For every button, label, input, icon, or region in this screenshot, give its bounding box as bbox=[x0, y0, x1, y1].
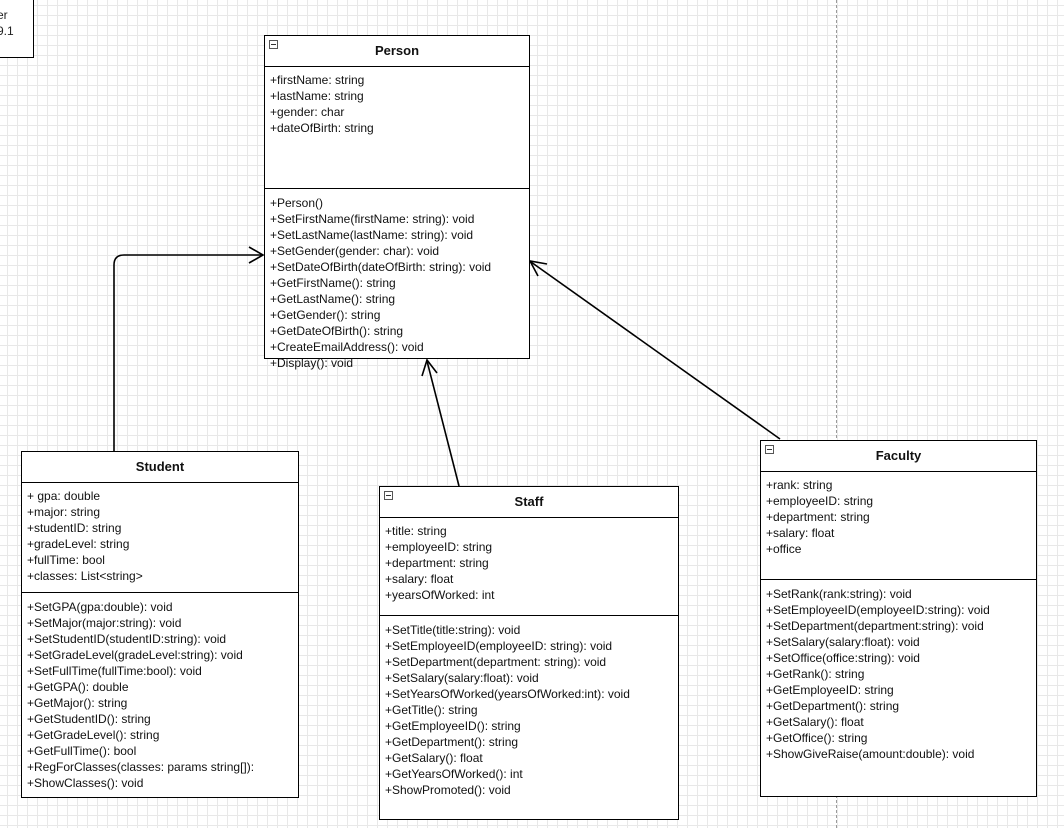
class-title: Person bbox=[374, 43, 420, 58]
methods-section: +Person() +SetFirstName(firstName: string… bbox=[265, 189, 529, 371]
note-box[interactable]: er 9.1 bbox=[0, 0, 34, 58]
method-row: +GetMajor(): string bbox=[27, 696, 128, 710]
method-row: +GetFirstName(): string bbox=[270, 276, 396, 290]
attributes-section: + gpa: double +major: string +studentID: s… bbox=[22, 483, 298, 593]
attribute-row: +classes: List<string> bbox=[27, 569, 143, 583]
faculty-to-person-edge[interactable] bbox=[530, 261, 781, 440]
note-line: 9.1 bbox=[0, 24, 14, 38]
attribute-row: +department: string bbox=[385, 556, 489, 570]
method-row: +GetTitle(): string bbox=[385, 703, 478, 717]
method-row: +GetGradeLevel(): string bbox=[27, 728, 160, 742]
method-row: +GetEmployeeID: string bbox=[766, 683, 894, 697]
collapse-icon[interactable] bbox=[269, 40, 278, 49]
attributes-section: +title: string +employeeID: string +depart… bbox=[380, 518, 678, 616]
method-row: +SetEmployeeID(employeeID:string): void bbox=[766, 603, 990, 617]
class-header: Student bbox=[22, 452, 298, 483]
method-row: +ShowGiveRaise(amount:double): void bbox=[766, 747, 975, 761]
attribute-row: +employeeID: string bbox=[766, 494, 874, 508]
method-row: +CreateEmailAddress(): void bbox=[270, 340, 424, 354]
method-row: +GetGender(): string bbox=[270, 308, 381, 322]
method-row: +SetEmployeeID(employeeID: string): void bbox=[385, 639, 613, 653]
method-row: +GetFullTime(): bool bbox=[27, 744, 137, 758]
attribute-row: +office bbox=[766, 542, 802, 556]
method-row: +SetFullTime(fullTime:bool): void bbox=[27, 664, 202, 678]
student-arrowhead bbox=[248, 246, 265, 264]
method-row: +GetDepartment(): string bbox=[766, 699, 900, 713]
method-row: +SetTitle(title:string): void bbox=[385, 623, 521, 637]
collapse-icon[interactable] bbox=[384, 491, 393, 500]
attribute-row: +dateOfBirth: string bbox=[270, 121, 374, 135]
class-header: Staff bbox=[380, 487, 678, 518]
attribute-row: +department: string bbox=[766, 510, 870, 524]
page-break-line bbox=[836, 0, 837, 828]
method-row: +ShowClasses(): void bbox=[27, 776, 144, 790]
attribute-row: +gradeLevel: string bbox=[27, 537, 130, 551]
method-row: +RegForClasses(classes: params string[])… bbox=[27, 760, 255, 774]
collapse-icon[interactable] bbox=[765, 445, 774, 454]
method-row: +SetGradeLevel(gradeLevel:string): void bbox=[27, 648, 243, 662]
method-row: +SetRank(rank:string): void bbox=[766, 587, 912, 601]
attribute-row: + gpa: double bbox=[27, 489, 101, 503]
methods-section: +SetGPA(gpa:double): void +SetMajor(major… bbox=[22, 593, 298, 791]
class-staff[interactable]: Staff +title: string+employeeID: string+… bbox=[379, 486, 679, 820]
method-row: +SetSalary(salary:float): void bbox=[385, 671, 539, 685]
class-title: Student bbox=[135, 459, 185, 474]
attributes-section: +firstName: string +lastName: string +gend… bbox=[265, 67, 529, 189]
method-row: +ShowPromoted(): void bbox=[385, 783, 511, 797]
method-row: +GetRank(): string bbox=[766, 667, 865, 681]
staff-arrowhead bbox=[421, 358, 438, 377]
method-row: +SetDepartment(department:string): void bbox=[766, 619, 984, 633]
attributes-section: +rank: string +employeeID: string +departm… bbox=[761, 472, 1036, 580]
class-title: Staff bbox=[514, 494, 544, 509]
attribute-row: +employeeID: string bbox=[385, 540, 493, 554]
faculty-arrowhead bbox=[528, 259, 548, 277]
attribute-row: +major: string bbox=[27, 505, 101, 519]
attribute-row: +studentID: string bbox=[27, 521, 122, 535]
method-row: +GetStudentID(): string bbox=[27, 712, 151, 726]
method-row: +GetGPA(): double bbox=[27, 680, 129, 694]
method-row: +GetSalary(): float bbox=[766, 715, 864, 729]
method-row: +SetDepartment(department: string): void bbox=[385, 655, 607, 669]
attribute-row: +firstName: string bbox=[270, 73, 365, 87]
attribute-row: +title: string bbox=[385, 524, 447, 538]
method-row: +Display(): void bbox=[270, 356, 354, 370]
class-header: Person bbox=[265, 36, 529, 67]
attribute-row: +salary: float bbox=[385, 572, 454, 586]
method-row: +GetDateOfBirth(): string bbox=[270, 324, 404, 338]
method-row: +GetSalary(): float bbox=[385, 751, 483, 765]
method-row: +SetDateOfBirth(dateOfBirth: string): vo… bbox=[270, 260, 492, 274]
attribute-row: +salary: float bbox=[766, 526, 835, 540]
method-row: +SetOffice(office:string): void bbox=[766, 651, 920, 665]
attribute-row: +lastName: string bbox=[270, 89, 364, 103]
method-row: +SetGender(gender: char): void bbox=[270, 244, 440, 258]
attribute-row: +rank: string bbox=[766, 478, 833, 492]
attribute-row: +fullTime: bool bbox=[27, 553, 105, 567]
method-row: +GetOffice(): string bbox=[766, 731, 868, 745]
staff-to-person-edge[interactable] bbox=[426, 360, 460, 487]
method-row: +SetMajor(major:string): void bbox=[27, 616, 182, 630]
method-row: +Person() bbox=[270, 196, 324, 210]
class-student[interactable]: Student + gpa: double +major: string +stud… bbox=[21, 451, 299, 798]
attribute-row: +yearsOfWorked: int bbox=[385, 588, 495, 602]
method-row: +GetLastName(): string bbox=[270, 292, 396, 306]
student-to-person-edge[interactable] bbox=[113, 254, 262, 451]
method-row: +SetSalary(salary:float): void bbox=[766, 635, 920, 649]
method-row: +SetStudentID(studentID:string): void bbox=[27, 632, 227, 646]
note-line: er bbox=[0, 8, 8, 22]
method-row: +SetLastName(lastName: string): void bbox=[270, 228, 474, 242]
class-header: Faculty bbox=[761, 441, 1036, 472]
method-row: +GetEmployeeID(): string bbox=[385, 719, 521, 733]
method-row: +SetFirstName(firstName: string): void bbox=[270, 212, 475, 226]
class-faculty[interactable]: Faculty +rank: string +employeeID: string… bbox=[760, 440, 1037, 797]
method-row: +SetGPA(gpa:double): void bbox=[27, 600, 173, 614]
method-row: +GetDepartment(): string bbox=[385, 735, 519, 749]
methods-section: +SetRank(rank:string): void +SetEmployeeI… bbox=[761, 580, 1036, 762]
class-title: Faculty bbox=[875, 448, 922, 463]
method-row: +GetYearsOfWorked(): int bbox=[385, 767, 523, 781]
attribute-row: +gender: char bbox=[270, 105, 345, 119]
methods-section: +SetTitle(title:string): void +SetEmploye… bbox=[380, 616, 678, 798]
method-row: +SetYearsOfWorked(yearsOfWorked:int): vo… bbox=[385, 687, 630, 701]
class-person[interactable]: Person +firstName: string +lastName: stri… bbox=[264, 35, 530, 370]
